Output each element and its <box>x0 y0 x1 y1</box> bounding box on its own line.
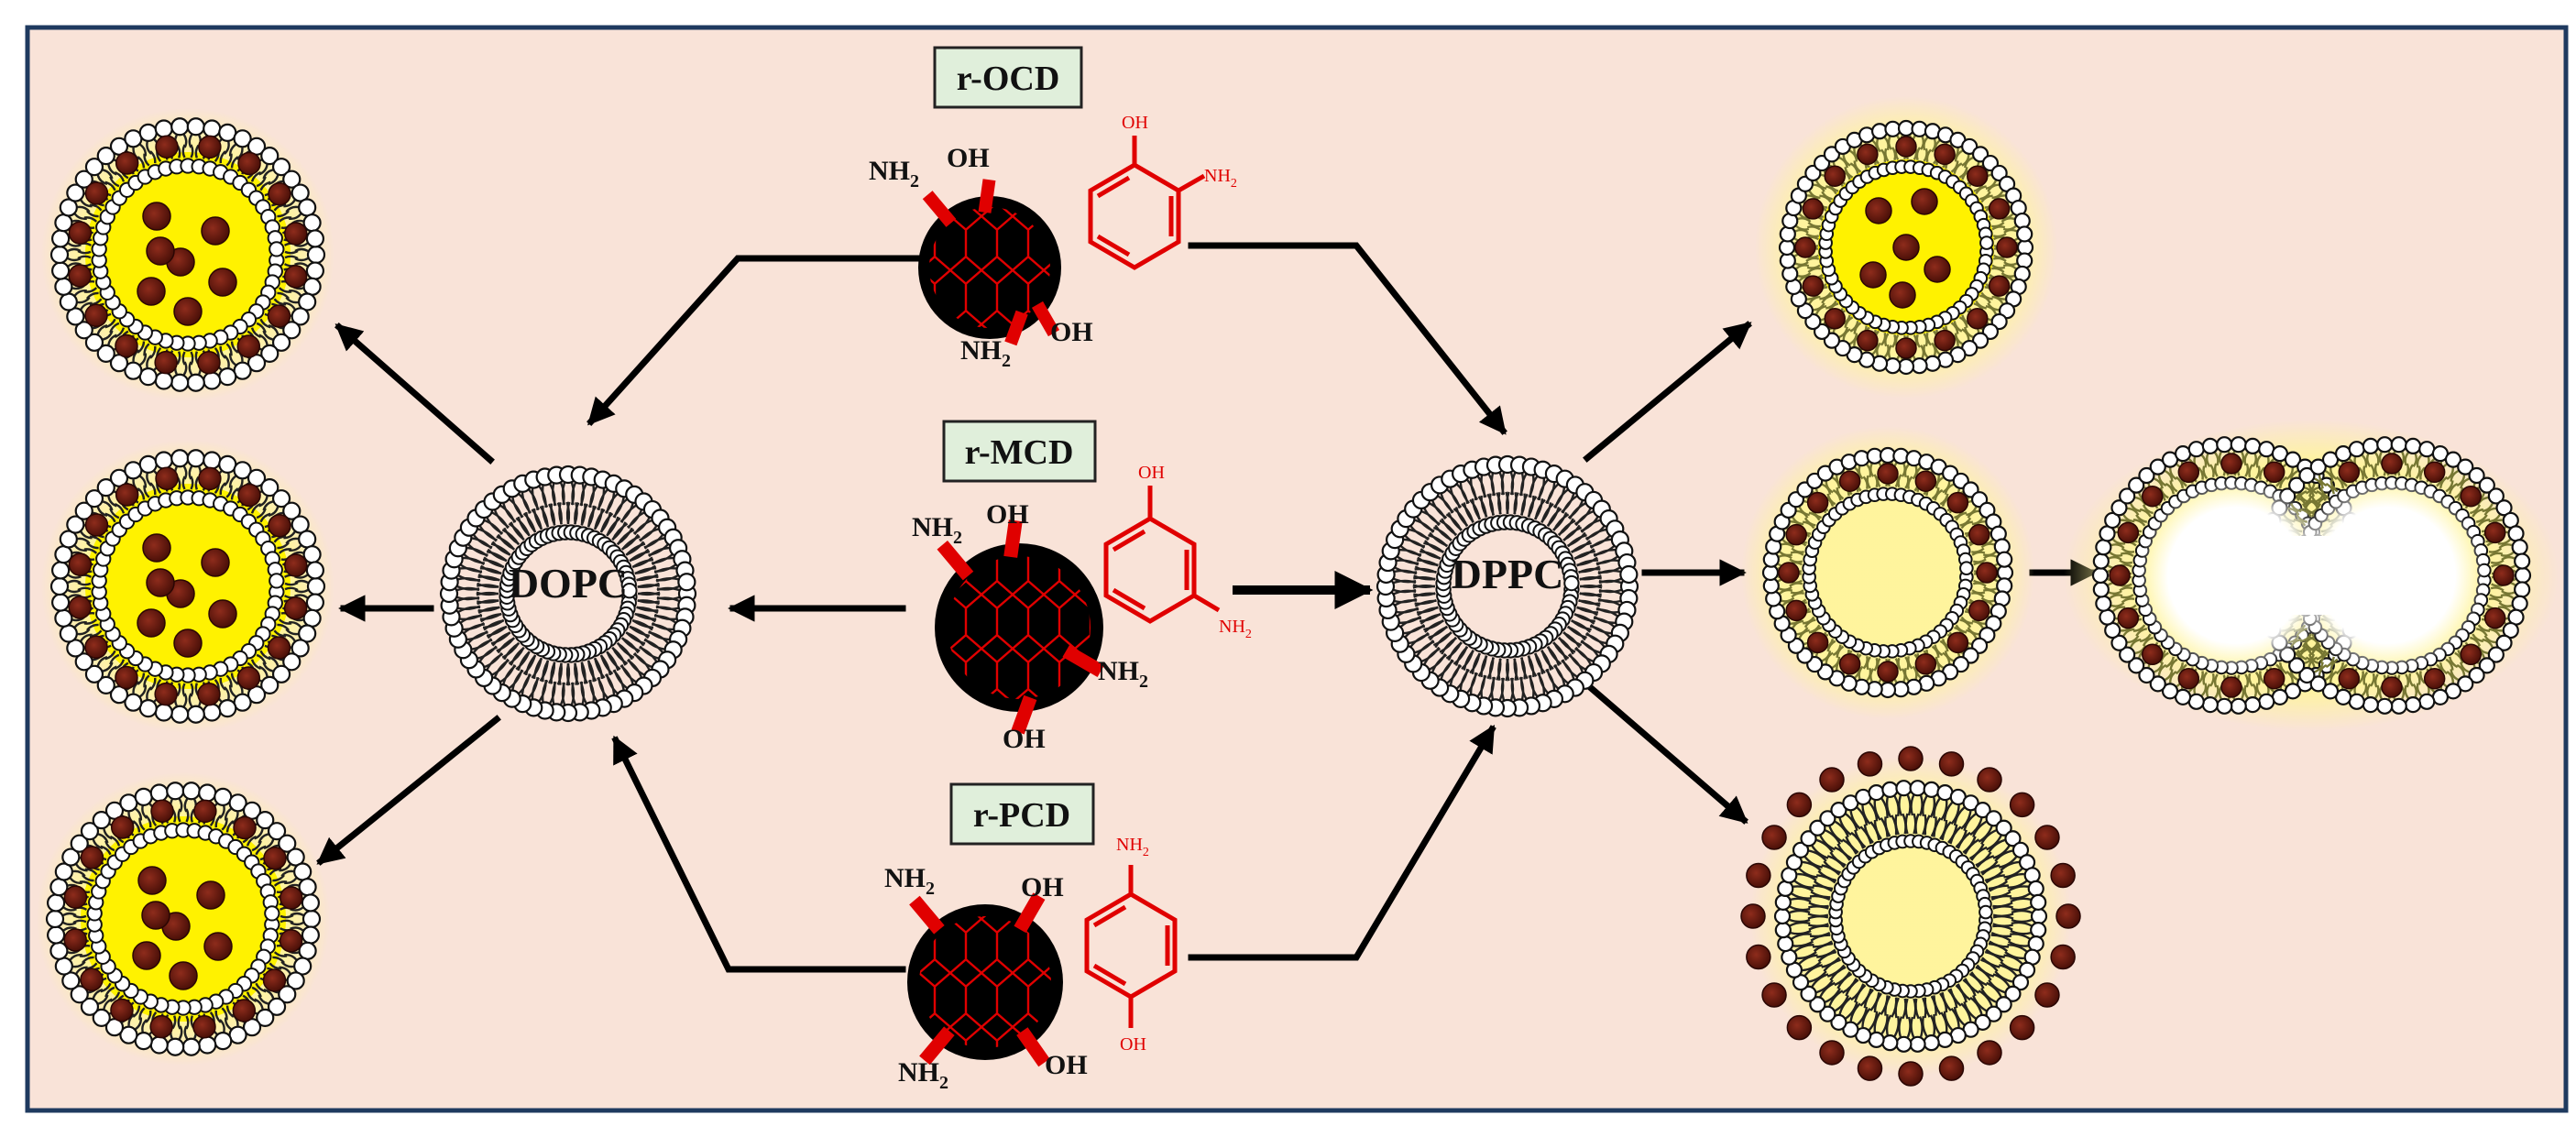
vesicle-right-bottom <box>1740 746 2081 1087</box>
arrow-ocd-to-dppc <box>1188 242 1507 435</box>
group-labels-mcd: NH2 OH NH2 OH <box>912 499 1148 754</box>
vesicle-fused <box>2064 420 2559 731</box>
meta-oh-label: OH <box>1138 463 1165 483</box>
label-box-ocd: r-OCD <box>933 46 1083 109</box>
vesicle-right-middle <box>1741 426 2034 719</box>
mcd-oh-bottom: OH <box>1003 724 1046 754</box>
arrow-dppc-to-bottom-right <box>1585 683 1748 825</box>
label-box-pcd: r-PCD <box>949 782 1095 846</box>
arrow-ocd-to-dopc <box>586 255 925 426</box>
label-dppc: DPPC <box>1452 551 1564 597</box>
ocd-nh2-bottom: NH2 <box>960 335 1011 371</box>
arrows <box>316 242 2098 973</box>
label-mcd: r-MCD <box>965 433 1074 472</box>
molecule-ortho-aminophenol <box>1088 136 1206 270</box>
label-dopc: DOPC <box>509 560 628 607</box>
carbon-dot-pcd <box>907 892 1063 1067</box>
ocd-oh-bottom: OH <box>1050 317 1093 347</box>
group-labels-pcd: NH2 OH NH2 OH <box>884 863 1088 1093</box>
vesicle-left-top <box>41 108 334 401</box>
label-ocd: r-OCD <box>957 60 1060 98</box>
arrow-pcd-to-dopc <box>611 735 906 973</box>
mcd-oh-top: OH <box>986 499 1029 530</box>
mcd-nh2-right: NH2 <box>1098 656 1148 692</box>
ocd-oh-top: OH <box>947 143 990 173</box>
mcd-nh2-left: NH2 <box>912 512 962 548</box>
molecule-meta-aminophenol <box>1103 486 1221 624</box>
vesicle-left-bottom <box>37 772 330 1066</box>
ocd-nh2-top: NH2 <box>869 156 919 191</box>
vesicle-left-middle <box>41 440 334 733</box>
vesicle-right-top <box>1755 96 2057 399</box>
label-box-mcd: r-MCD <box>942 420 1097 483</box>
carbon-dot-ocd <box>918 179 1061 346</box>
arrow-dopc-to-bottom-left <box>316 715 501 866</box>
membrane-dopc <box>439 465 697 723</box>
arrow-dopc-to-top-left <box>334 323 495 465</box>
meta-nh2-label: NH2 <box>1219 617 1252 641</box>
pcd-nh2-bottom: NH2 <box>898 1057 948 1093</box>
membrane-dppc <box>1376 454 1639 718</box>
pcd-oh-bottom: OH <box>1045 1050 1088 1080</box>
carbon-dot-mcd <box>935 519 1105 735</box>
molecule-para-aminophenol <box>1084 865 1178 1028</box>
pcd-nh2-top: NH2 <box>884 863 935 899</box>
group-labels-ocd: NH2 OH NH2 OH <box>869 143 1093 371</box>
ortho-nh2-label: NH2 <box>1204 166 1237 191</box>
label-pcd: r-PCD <box>973 796 1070 835</box>
para-nh2-label: NH2 <box>1116 835 1149 859</box>
pcd-oh-top: OH <box>1021 872 1064 902</box>
ortho-oh-label: OH <box>1122 113 1148 133</box>
arrow-pcd-to-dppc <box>1188 724 1496 961</box>
arrow-dppc-to-top-right <box>1583 321 1752 463</box>
para-oh-label: OH <box>1120 1034 1146 1055</box>
